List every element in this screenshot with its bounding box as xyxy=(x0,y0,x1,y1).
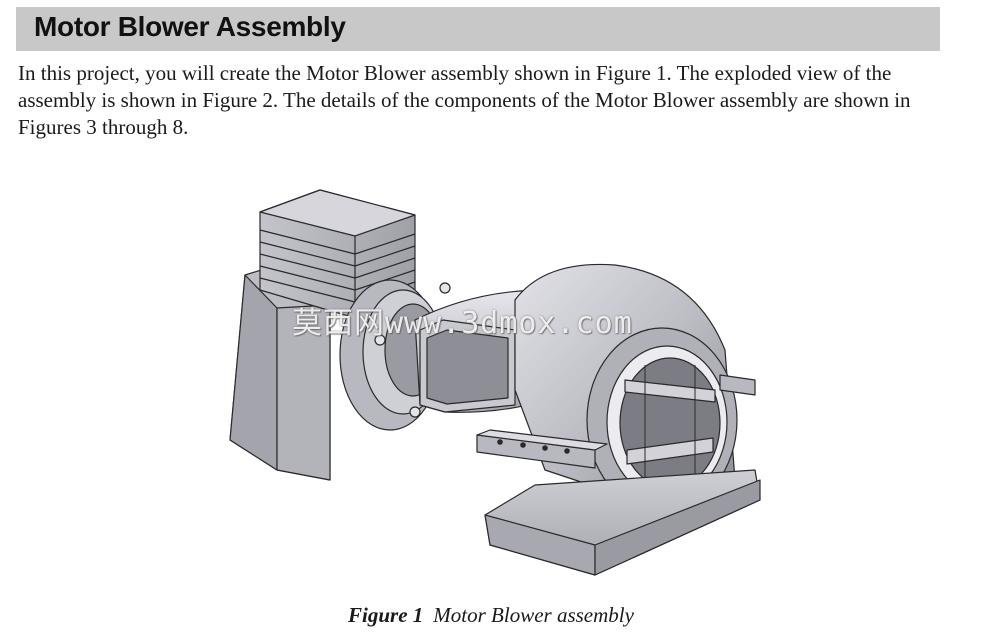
motor-blower-figure xyxy=(215,180,775,585)
motor-blower-illustration xyxy=(229,189,761,576)
figure-number: Figure 1 xyxy=(348,603,424,627)
base-plate xyxy=(484,469,761,576)
figure-caption-text: Motor Blower assembly xyxy=(433,603,634,627)
section-title-bar: Motor Blower Assembly xyxy=(16,7,940,51)
section-title: Motor Blower Assembly xyxy=(34,11,346,42)
mounting-bar xyxy=(476,374,756,469)
figure-caption: Figure 1 Motor Blower assembly xyxy=(0,603,982,628)
watermark-text: 莫西网www.3dmox.com xyxy=(292,306,633,341)
motor-pedestal xyxy=(229,254,331,481)
intro-paragraph: In this project, you will create the Mot… xyxy=(18,61,911,139)
